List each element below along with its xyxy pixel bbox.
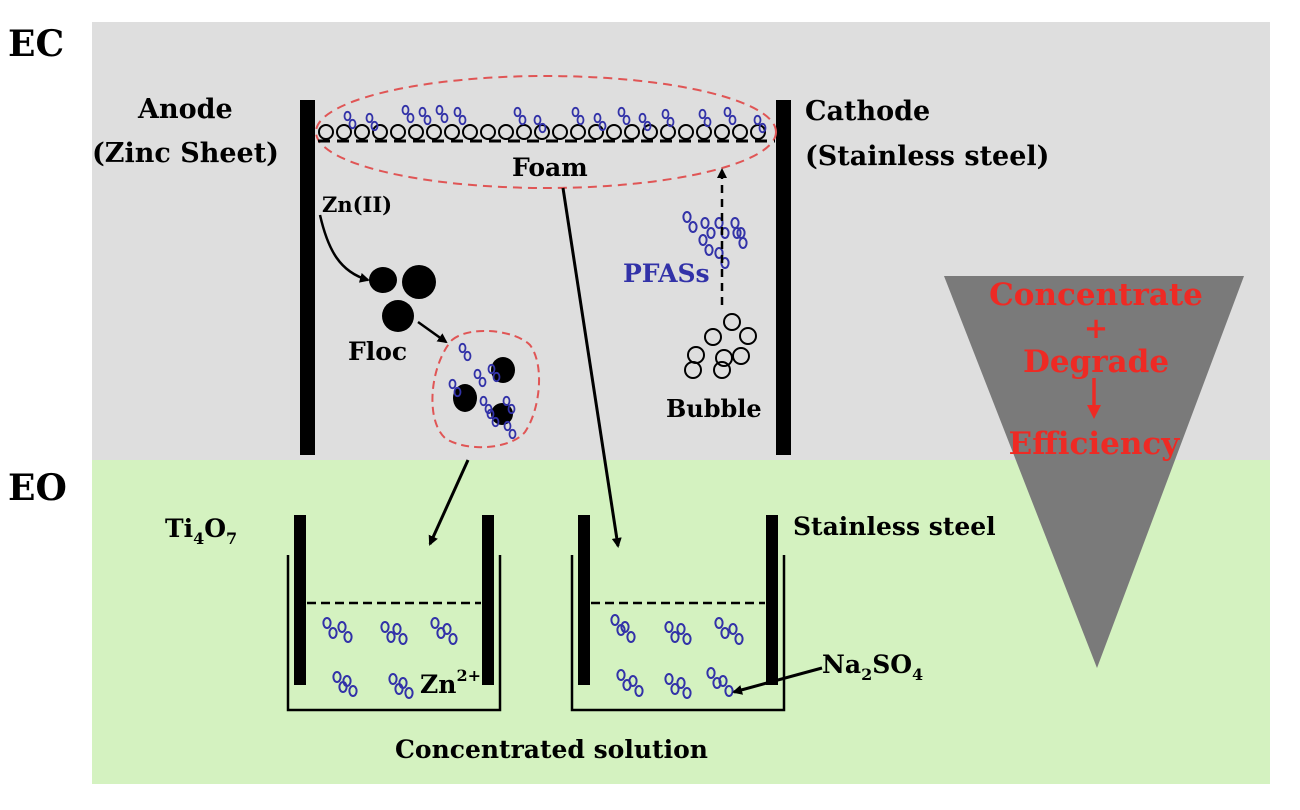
- anode-plate: [300, 100, 315, 455]
- foam-label: Foam: [512, 153, 588, 182]
- left-cell-anode: [294, 515, 306, 685]
- foam-bubble: [426, 124, 442, 140]
- foam-bubble: [372, 124, 388, 140]
- bubble-label: Bubble: [666, 394, 762, 423]
- foam-bubble: [498, 124, 514, 140]
- process-funnel: [944, 276, 1244, 668]
- foam-bubble: [408, 124, 424, 140]
- cluster-floc-particle: [491, 357, 515, 383]
- foam-bubble: [462, 124, 478, 140]
- ti4o7-label: Ti4O7: [165, 514, 237, 548]
- floc-pfas-cluster: [431, 329, 541, 449]
- zn-to-floc-arrow: [318, 214, 370, 283]
- rising-bubble: [713, 361, 731, 379]
- foam-bubble: [606, 124, 622, 140]
- cluster-floc-particle: [491, 403, 513, 425]
- floc-to-cluster-arrow: [417, 320, 448, 344]
- foam-bubble: [570, 124, 586, 140]
- eo-label: EO: [8, 467, 67, 509]
- funnel-plus: +: [1084, 311, 1108, 345]
- foam-bubble: [354, 124, 370, 140]
- foam-transfer-arrow: [561, 187, 622, 548]
- foam-bubble: [480, 124, 496, 140]
- left-cell-cathode: [482, 515, 494, 685]
- right-cell-cathode: [766, 515, 778, 685]
- na2so4-label: Na2SO4: [822, 650, 923, 684]
- rising-bubble: [739, 327, 757, 345]
- foam-bubble: [336, 124, 352, 140]
- foam-bubbles: [318, 124, 766, 140]
- foam-bubble: [624, 124, 640, 140]
- rising-bubble: [715, 349, 733, 367]
- ec-label: EC: [8, 23, 64, 65]
- foam-bubble: [534, 124, 550, 140]
- right-cell-vessel: [570, 555, 786, 712]
- foam-bubble: [318, 124, 334, 140]
- na2so4-arrow: [732, 666, 823, 695]
- cluster-floc-particle: [453, 384, 477, 412]
- foam-bubble: [552, 124, 568, 140]
- rising-bubbles: [684, 313, 757, 379]
- funnel-efficiency: Efficiency: [1009, 426, 1181, 462]
- cathode-plate: [776, 100, 791, 455]
- floc-particle: [402, 265, 436, 299]
- zn2-ion-label: Zn2+: [420, 666, 481, 699]
- right-cell-anode: [578, 515, 590, 685]
- foam-region: [315, 75, 777, 189]
- rising-bubble: [732, 347, 750, 365]
- foam-bubble: [444, 124, 460, 140]
- foam-bubble: [678, 124, 694, 140]
- rising-bubble: [723, 313, 741, 331]
- concentrated-solution-label: Concentrated solution: [395, 735, 708, 764]
- foam-bubble: [732, 124, 748, 140]
- cathode-label: Cathode: [805, 96, 930, 127]
- foam-bubble: [714, 124, 730, 140]
- funnel-concentrate: Concentrate: [989, 277, 1203, 313]
- anode-material: (Zinc Sheet): [92, 138, 279, 169]
- left-cell-vessel: [286, 555, 502, 712]
- foam-bubble: [516, 124, 532, 140]
- anode-label: Anode: [137, 94, 233, 125]
- funnel-degrade: Degrade: [1023, 344, 1169, 380]
- floc-particle: [382, 300, 414, 332]
- foam-bubble: [390, 124, 406, 140]
- floc-label: Floc: [348, 337, 407, 366]
- stainless-steel-label: Stainless steel: [793, 512, 996, 541]
- cathode-material: (Stainless steel): [805, 141, 1049, 172]
- foam-bubble: [588, 124, 604, 140]
- foam-bubble: [696, 124, 712, 140]
- rising-bubble: [704, 328, 722, 346]
- pfass-label: PFASs: [623, 259, 710, 288]
- floc-particle: [369, 267, 397, 293]
- floc-transfer-arrow: [428, 459, 470, 546]
- zn-ii-label: Zn(II): [322, 192, 392, 217]
- rising-bubble: [684, 361, 702, 379]
